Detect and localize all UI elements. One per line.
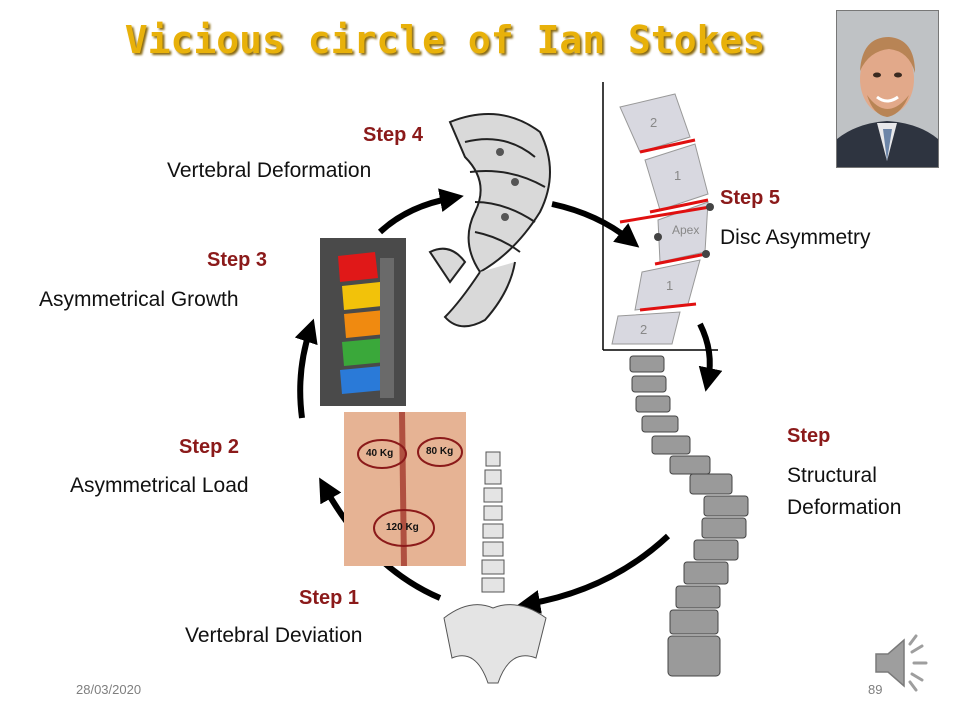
vertebral-deformation-illustration xyxy=(428,113,551,328)
disc-label-1-top: 1 xyxy=(674,168,681,183)
portrait-photo xyxy=(836,10,939,168)
arrow-3-to-4 xyxy=(377,188,464,235)
disc-label-2-top: 2 xyxy=(650,115,657,130)
step-4-description: Vertebral Deformation xyxy=(167,159,372,182)
step-2-description: Asymmetrical Load xyxy=(70,474,249,497)
arrow-6-to-1 xyxy=(516,533,671,614)
step-3-description: Asymmetrical Growth xyxy=(39,288,239,311)
step-2-label: Step 2 xyxy=(179,436,240,458)
disc-asymmetry-illustration: 2 1 Apex 1 2 xyxy=(602,82,718,351)
step-1-description: Vertebral Deviation xyxy=(185,624,363,647)
slide-date: 28/03/2020 xyxy=(76,682,142,697)
disc-label-1-bottom: 1 xyxy=(666,278,673,293)
speaker-icon[interactable] xyxy=(872,634,936,692)
step-3-label: Step 3 xyxy=(207,249,268,271)
arrow-4-to-5 xyxy=(551,201,640,248)
step-4-label: Step 4 xyxy=(363,124,424,146)
structural-deformation-illustration xyxy=(629,355,749,677)
step-5-description: Disc Asymmetry xyxy=(720,226,871,249)
slide-number: 89 xyxy=(868,682,883,697)
asymmetrical-growth-illustration xyxy=(320,238,406,406)
step-5-label: Step 5 xyxy=(720,187,781,209)
arrow-2-to-3 xyxy=(294,318,318,419)
asymmetrical-load-illustration: 40 Kg 80 Kg 120 Kg xyxy=(344,412,466,566)
load-label-120: 120 Kg xyxy=(386,522,419,533)
disc-label-apex: Apex xyxy=(672,223,699,237)
vertebral-deviation-illustration xyxy=(443,451,547,684)
step-6-label: Step xyxy=(787,425,831,447)
arrow-5-to-6 xyxy=(697,322,723,392)
load-label-80: 80 Kg xyxy=(426,446,454,457)
step-1-label: Step 1 xyxy=(299,587,360,609)
slide-title: Vicious circle of Ian Stokes xyxy=(124,18,766,62)
disc-label-2-bottom: 2 xyxy=(640,322,647,337)
step-6-description-line-1: Structural xyxy=(787,464,877,487)
load-label-40: 40 Kg xyxy=(366,448,394,459)
step-6-description-line-2: Deformation xyxy=(787,496,902,519)
